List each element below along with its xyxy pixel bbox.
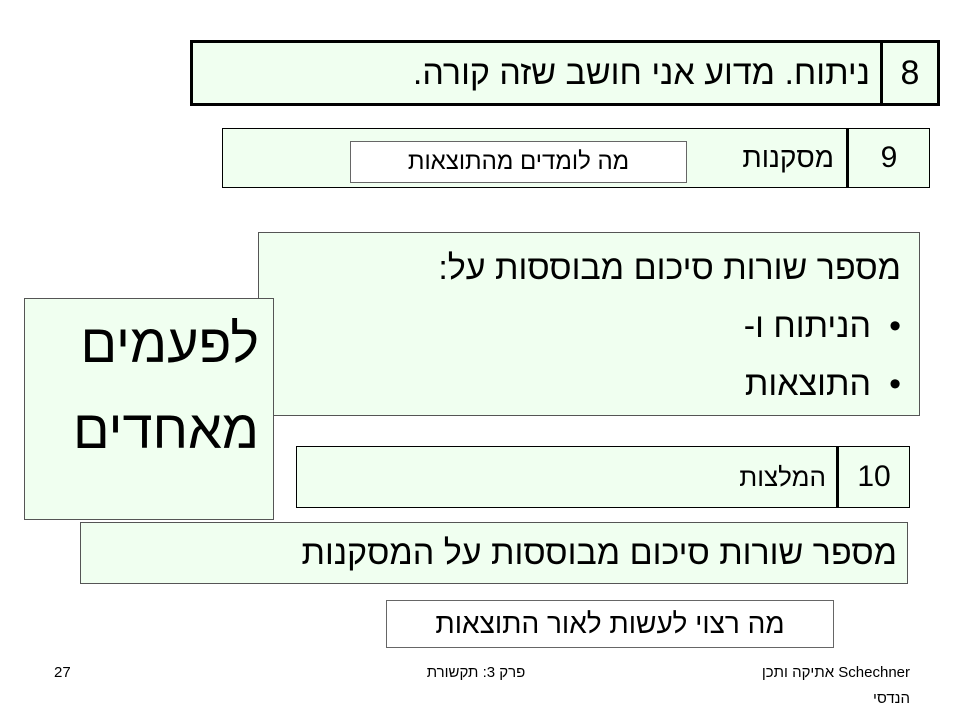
row-10-text: המלצות bbox=[739, 461, 826, 492]
footer-author: Schechner אתיקה ותכן הנדסי bbox=[760, 660, 910, 712]
footer-chapter: פרק 3: תקשורת bbox=[426, 664, 526, 681]
footer-author-line-1: Schechner אתיקה ותכן bbox=[761, 664, 910, 681]
footer-page-number: 27 bbox=[54, 664, 71, 681]
row-10-tag: מה רצוי לעשות לאור התוצאות bbox=[386, 600, 834, 648]
footer-author-line-2: הנדסי bbox=[873, 690, 910, 707]
conclusions-summary-box: מספר שורות סיכום מבוססות על המסקנות bbox=[80, 522, 908, 584]
sometimes-line-1: לפעמים bbox=[80, 314, 259, 374]
summary-item-analysis: הניתוח ו- bbox=[273, 297, 901, 355]
summary-item-results: התוצאות bbox=[273, 355, 901, 413]
row-10-number: 10 bbox=[836, 447, 909, 507]
sometimes-merged-box: לפעמים מאחדים bbox=[24, 298, 274, 520]
summary-heading: מספר שורות סיכום מבוססות על: bbox=[438, 249, 901, 287]
sometimes-line-2: מאחדים bbox=[72, 400, 259, 460]
row-9-tag: מה לומדים מהתוצאות bbox=[350, 141, 687, 183]
row-10-recommendations: 10 המלצות bbox=[296, 446, 910, 508]
row-9-text: מסקנות bbox=[742, 142, 834, 173]
row-9-number: 9 bbox=[846, 129, 929, 187]
summary-list: הניתוח ו- התוצאות bbox=[273, 297, 901, 413]
row-8-analysis: 8 ניתוח. מדוע אני חושב שזה קורה. bbox=[190, 40, 940, 106]
row-8-text: ניתוח. מדוע אני חושב שזה קורה. bbox=[412, 53, 870, 92]
summary-box: מספר שורות סיכום מבוססות על: הניתוח ו- ה… bbox=[258, 232, 920, 416]
row-8-number: 8 bbox=[880, 43, 937, 103]
